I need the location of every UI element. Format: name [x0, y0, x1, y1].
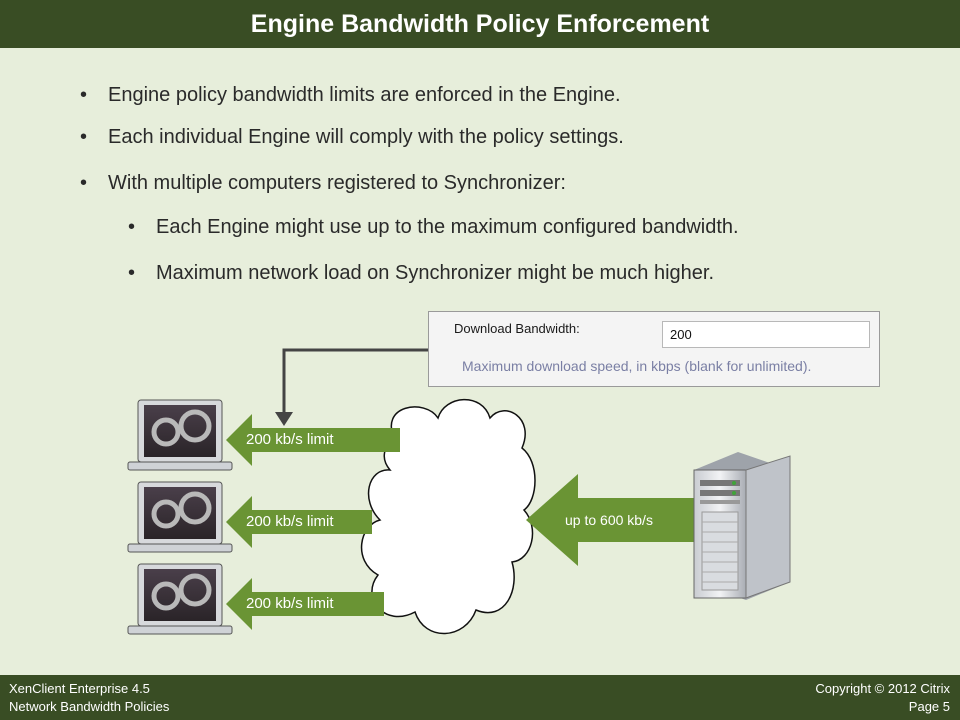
title-bar	[0, 0, 960, 48]
bullet-dot: •	[80, 84, 88, 106]
limit-arrow-3	[226, 578, 384, 630]
limit-label-1: 200 kb/s limit	[246, 431, 334, 448]
bullet-text: Maximum network load on Synchronizer mig…	[156, 262, 715, 284]
sub-bullet-1: • Each Engine might use up to the maximu…	[128, 216, 739, 239]
download-bandwidth-input[interactable]: 200	[662, 321, 870, 348]
network-cloud	[360, 398, 536, 635]
bullet-text: Engine policy bandwidth limits are enfor…	[108, 84, 621, 106]
bullet-text: With multiple computers registered to Sy…	[108, 172, 566, 194]
limit-label-2: 200 kb/s limit	[246, 513, 334, 530]
bullet-dot: •	[128, 262, 136, 284]
sub-bullet-2: • Maximum network load on Synchronizer m…	[128, 262, 715, 285]
laptop-icon-3	[127, 563, 233, 635]
laptop-icon-1	[127, 399, 233, 471]
laptop-icon-2	[127, 481, 233, 553]
bullet-2: • Each individual Engine will comply wit…	[80, 126, 624, 149]
footer-product: XenClient Enterprise 4.5	[9, 681, 150, 696]
bullet-text: Each individual Engine will comply with …	[108, 126, 624, 148]
bullet-text: Each Engine might use up to the maximum …	[156, 216, 739, 238]
slide-title: Engine Bandwidth Policy Enforcement	[250, 10, 710, 38]
limit-label-3: 200 kb/s limit	[246, 595, 334, 612]
bandwidth-settings-panel: Download Bandwidth: 200 Maximum download…	[428, 311, 880, 387]
bullet-dot: •	[80, 126, 88, 148]
footer-topic: Network Bandwidth Policies	[9, 699, 170, 714]
server-arrow	[526, 474, 698, 566]
server-icon	[693, 452, 791, 600]
download-bandwidth-help: Maximum download speed, in kbps (blank f…	[462, 358, 812, 374]
footer-page-number: Page 5	[908, 699, 950, 714]
bullet-3: • With multiple computers registered to …	[80, 172, 566, 195]
bullet-1: • Engine policy bandwidth limits are enf…	[80, 84, 621, 107]
download-bandwidth-label: Download Bandwidth:	[454, 321, 580, 336]
server-arrow-label: up to 600 kb/s	[565, 512, 653, 528]
connector-arrowhead	[275, 412, 293, 426]
bullet-dot: •	[80, 172, 88, 194]
footer-copyright: Copyright © 2012 Citrix	[815, 681, 950, 696]
bullet-dot: •	[128, 216, 136, 238]
connector-line	[282, 348, 428, 414]
limit-arrow-2	[226, 496, 372, 548]
footer-bar	[0, 675, 960, 720]
limit-arrow-1	[226, 414, 400, 466]
